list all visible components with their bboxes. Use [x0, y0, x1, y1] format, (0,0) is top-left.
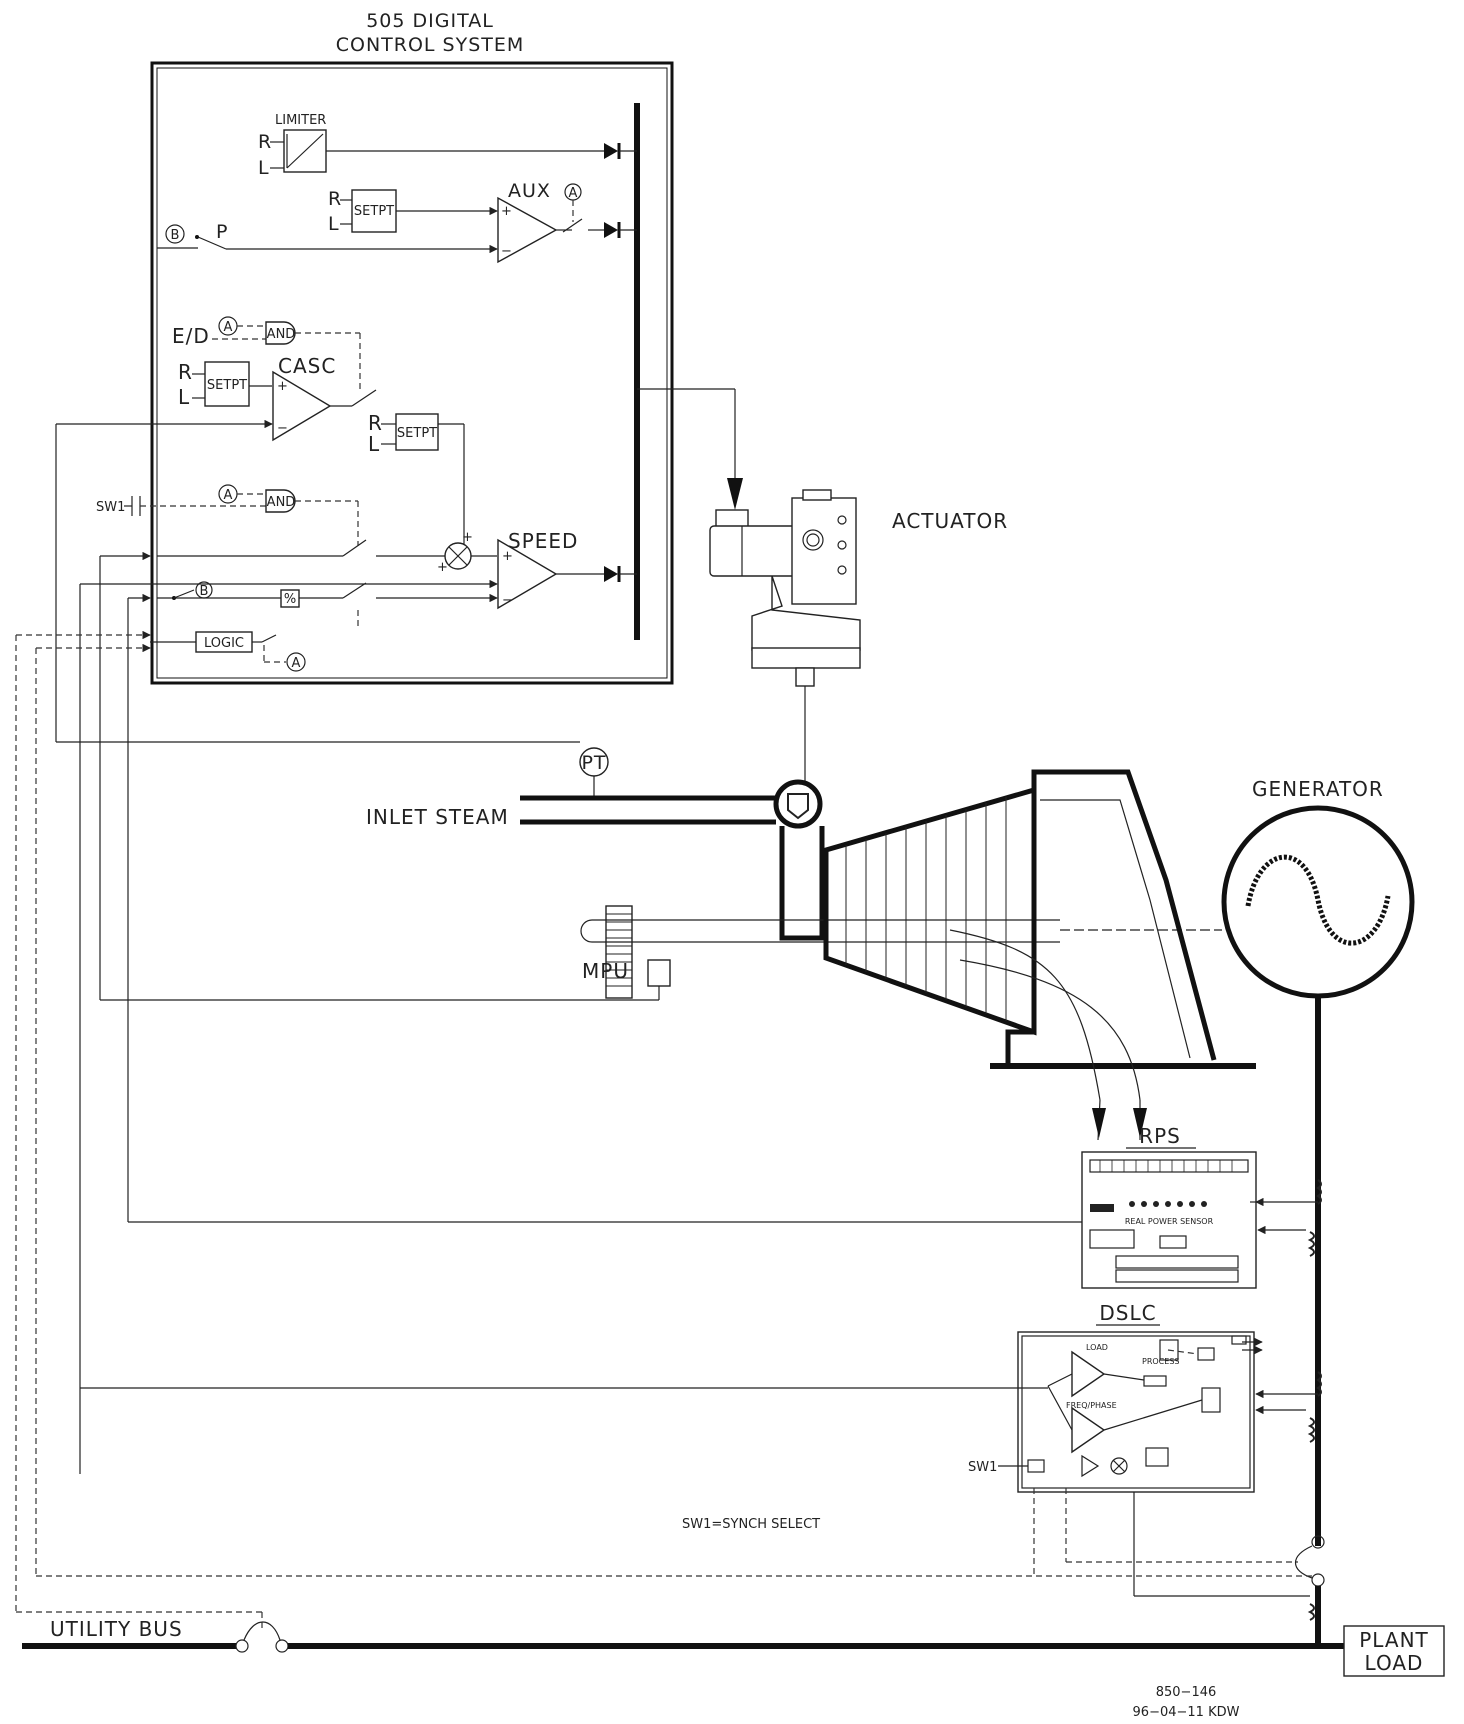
real-power-sensor: REAL POWER SENSOR [1081, 1151, 1257, 1289]
svg-text:%: % [284, 592, 296, 607]
speed-gear [605, 905, 633, 999]
and-gate-1 [265, 321, 296, 345]
svg-text:R: R [178, 360, 193, 384]
svg-text:AND: AND [267, 327, 296, 342]
svg-text:+: + [437, 560, 448, 575]
ed-label: E/D [172, 324, 210, 348]
svg-text:L: L [368, 432, 380, 456]
svg-text:A: A [224, 320, 233, 335]
svg-text:PLANT: PLANT [1359, 1628, 1429, 1652]
sw1-note: SW1=SYNCH SELECT [682, 1517, 820, 1532]
drawing-date: 96−04−11 KDW [1133, 1705, 1240, 1720]
mpu-label: MPU [582, 959, 629, 983]
svg-text:+: + [277, 379, 288, 394]
svg-text:LOAD: LOAD [1086, 1343, 1108, 1352]
speed-controller [497, 538, 558, 610]
svg-text:L: L [328, 213, 340, 235]
svg-text:−: − [277, 421, 288, 436]
utility-bus-label: UTILITY BUS [50, 1617, 183, 1641]
dslc-label: DSLC [1099, 1301, 1156, 1325]
svg-text:PT: PT [581, 752, 606, 774]
and-gate-2 [265, 489, 296, 513]
rps-label: RPS [1139, 1124, 1181, 1148]
speed-setpoint-block [395, 413, 439, 451]
casc-controller [272, 370, 332, 442]
diode-limiter [604, 143, 618, 159]
svg-text:−: − [502, 593, 513, 608]
svg-text:A: A [569, 186, 578, 201]
svg-text:REAL POWER SENSOR: REAL POWER SENSOR [1125, 1217, 1214, 1226]
svg-text:R: R [328, 188, 342, 210]
svg-text:L: L [258, 157, 270, 179]
svg-text:P: P [216, 221, 228, 243]
aux-controller [497, 196, 558, 264]
control-valve [773, 779, 823, 829]
svg-text:−: − [501, 244, 512, 259]
svg-text:A: A [224, 488, 233, 503]
svg-text:R: R [368, 411, 383, 435]
casc-label: CASC [278, 354, 336, 378]
svg-text:B: B [171, 228, 180, 243]
svg-text:SETPT: SETPT [207, 378, 247, 393]
casc-setpoint-block [204, 361, 250, 407]
generator-breaker [1311, 1535, 1325, 1549]
aux-label: AUX [508, 180, 551, 202]
svg-text:A: A [292, 656, 301, 671]
droop-percent-block [280, 589, 300, 608]
generator-label: GENERATOR [1252, 777, 1384, 801]
dslc-module: LOAD FREQ/PHASE PROCESS [1017, 1331, 1255, 1493]
sw1-label-505: SW1 [96, 500, 125, 515]
svg-text:+: + [502, 549, 513, 564]
svg-text:SETPT: SETPT [354, 204, 394, 219]
magnetic-pickup [647, 959, 671, 987]
plant-load-box [1343, 1625, 1445, 1677]
diode-aux [604, 222, 618, 238]
svg-text:+: + [462, 530, 473, 545]
sw1-label-dslc: SW1 [968, 1460, 997, 1475]
svg-text:B: B [200, 584, 209, 599]
actuator-label: ACTUATOR [892, 509, 1008, 533]
steam-turbine [823, 769, 1256, 1141]
svg-text:PROCESS: PROCESS [1142, 1357, 1179, 1366]
svg-text:R: R [258, 131, 272, 153]
svg-text:SETPT: SETPT [397, 426, 437, 441]
svg-text:LOGIC: LOGIC [204, 636, 244, 651]
drawing-number: 850−146 [1156, 1685, 1217, 1700]
node-b [165, 224, 185, 244]
svg-text:+: + [501, 204, 512, 219]
svg-text:FREQ/PHASE: FREQ/PHASE [1066, 1401, 1117, 1410]
svg-text:LOAD: LOAD [1365, 1651, 1424, 1675]
speed-label: SPEED [508, 529, 578, 553]
svg-text:AND: AND [267, 495, 296, 510]
title-line1: 505 DIGITAL [366, 10, 494, 32]
inlet-steam-label: INLET STEAM [366, 805, 509, 829]
control-system-box [150, 61, 674, 685]
utility-breaker [235, 1639, 249, 1653]
title-line2: CONTROL SYSTEM [336, 34, 525, 56]
diode-speed [604, 566, 618, 582]
aux-setpoint-block [351, 189, 397, 233]
limiter-label: LIMITER [275, 113, 326, 128]
actuator [709, 489, 861, 782]
svg-text:L: L [178, 385, 190, 409]
